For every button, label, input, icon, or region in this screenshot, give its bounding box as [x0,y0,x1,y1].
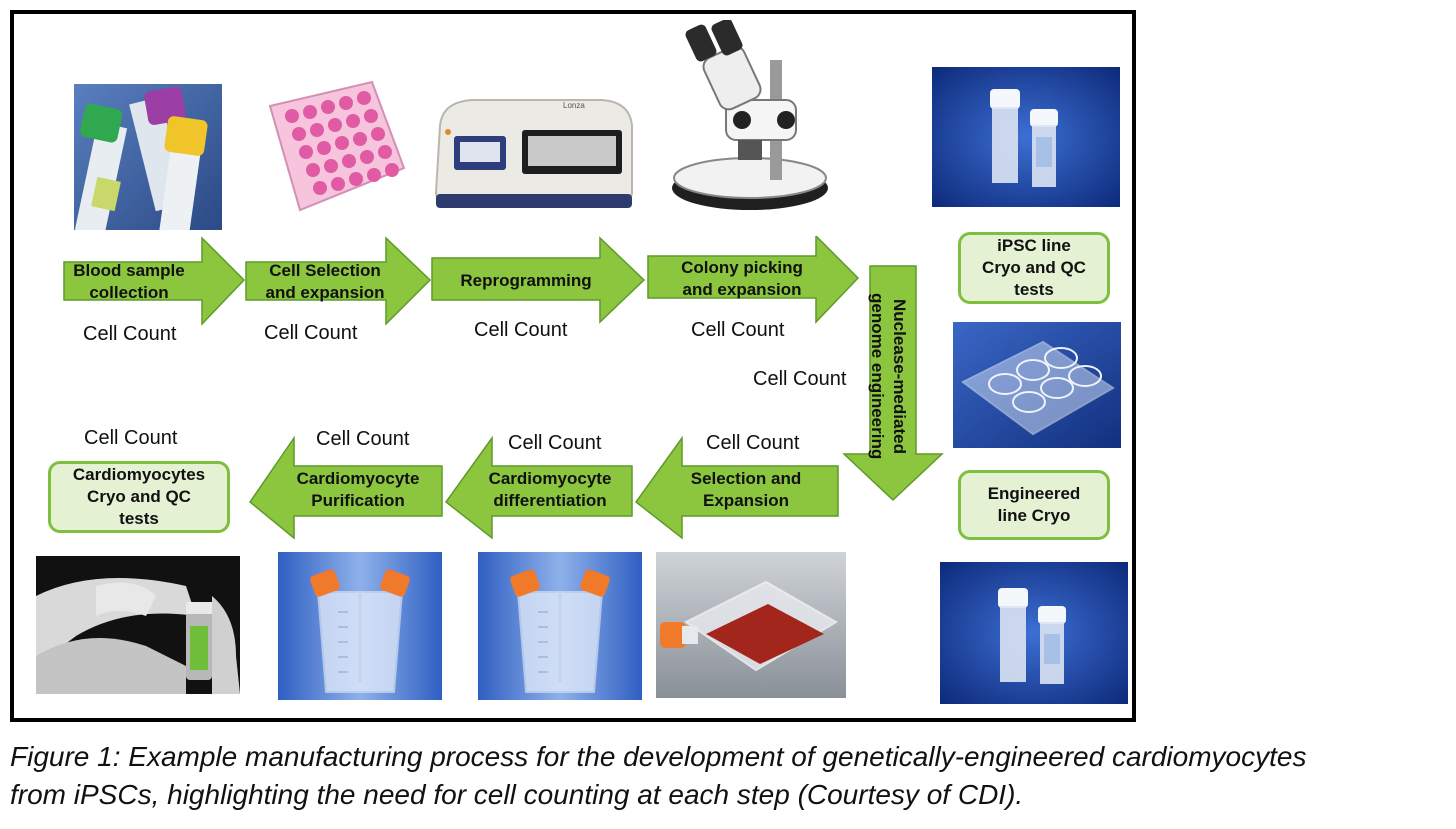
caption-line2: from iPSCs, highlighting the need for ce… [10,779,1024,810]
ipsc-box-line1: iPSC line [997,236,1071,255]
ipsc-cryo-box: iPSC line Cryo and QC tests [958,232,1110,304]
cell-count-nuclease: Cell Count [753,368,847,390]
well-plate-photo [262,76,408,216]
engineered-box-line1: Engineered [987,484,1081,503]
cell-count-blood: Cell Count [83,323,177,345]
purification-bottle-photo [278,552,442,700]
arrow-colony-picking [647,236,860,324]
arrow-reprogramming [431,236,646,324]
cell-count-differentiation: Cell Count [508,432,602,454]
multiwell-plate-photo [953,322,1121,448]
arrow-nuclease [842,265,944,502]
figure-caption: Figure 1: Example manufacturing process … [10,738,1450,814]
cryovials-photo-top [932,67,1120,207]
cryovials-photo-bottom [940,562,1128,704]
arrow-blood-sample [63,236,246,326]
cell-count-purification: Cell Count [316,428,410,450]
cell-count-cardiomyocytes: Cell Count [84,427,178,449]
cardiomyocytes-cryo-box: Cardiomyocytes Cryo and QC tests [48,461,230,533]
culture-flask-photo [656,552,846,698]
arrow-cardio-purification [248,435,443,540]
cardio-box-line3: tests [119,509,159,528]
vertical-arrow [842,265,944,502]
arrow-cardio-differentiation [444,435,633,540]
step-reprogramming-label: Reprogramming [460,271,592,290]
differentiation-bottle-photo [478,552,642,700]
reprogramming-device-photo [432,96,634,212]
cell-count-selection: Cell Count [264,322,358,344]
cardio-box-line1: Cardiomyocytes [72,465,206,484]
gloved-hand-vial-photo [36,556,240,694]
engineered-box-line2: line Cryo [997,506,1071,525]
engineered-cryo-box: Engineered line Cryo [958,470,1110,540]
arrow-selection-expansion [634,435,839,540]
ipsc-box-line3: tests [1014,280,1054,299]
cell-count-selection-expansion: Cell Count [706,432,800,454]
device-brand-text: Lonza [563,101,585,110]
top-arrows [63,236,860,326]
microscope-photo [666,20,830,216]
cell-count-reprogramming: Cell Count [474,319,568,341]
blood-tubes-photo [74,84,222,230]
bottom-arrows [248,435,839,540]
cell-count-colony: Cell Count [691,319,785,341]
ipsc-box-line2: Cryo and QC [982,258,1086,277]
cardio-box-line2: Cryo and QC [87,487,191,506]
arrow-cell-selection [245,236,432,326]
caption-line1: Figure 1: Example manufacturing process … [10,741,1307,772]
